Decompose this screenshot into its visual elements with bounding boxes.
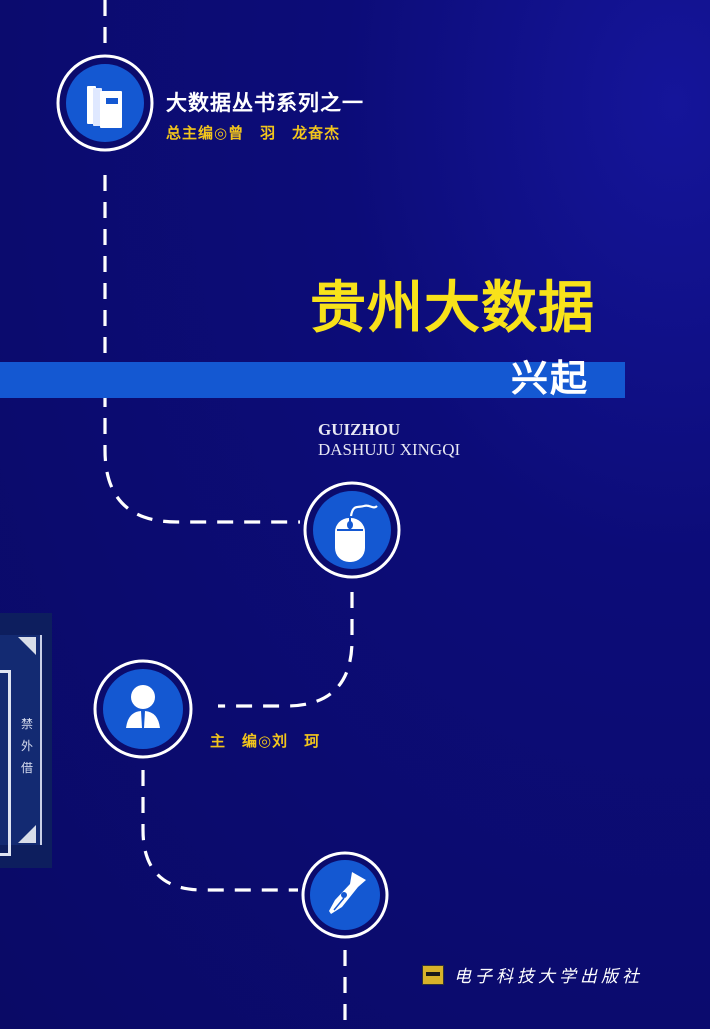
fountain-pen-icon bbox=[329, 872, 366, 914]
editor-person-badge bbox=[93, 659, 193, 759]
pen-badge bbox=[301, 851, 389, 939]
chief-editor-credit: 主 编◎刘 珂 bbox=[210, 732, 321, 750]
mouse-badge bbox=[303, 481, 401, 579]
series-books-badge bbox=[56, 54, 154, 152]
sticker-text: 禁外借 bbox=[20, 717, 33, 775]
sticker-frame bbox=[0, 670, 11, 856]
publisher-name: 电子科技大学出版社 bbox=[454, 967, 643, 987]
sticker-corner-bottom bbox=[18, 825, 36, 843]
publisher-logo-icon bbox=[422, 964, 444, 985]
book-subtitle: 兴起 bbox=[511, 357, 589, 400]
book-title: 贵州大数据 bbox=[310, 275, 595, 341]
publisher: 电子科技大学出版社 bbox=[422, 962, 643, 987]
pinyin-title-line2: DASHUJU XINGQI bbox=[318, 440, 461, 459]
series-title: 大数据丛书系列之一 bbox=[166, 91, 364, 115]
sticker-corner-top bbox=[18, 637, 36, 655]
mouse-icon bbox=[335, 504, 378, 562]
series-chief-editors: 总主编◎曾 羽 龙奋杰 bbox=[166, 124, 341, 142]
pinyin-title-line1: GUIZHOU bbox=[318, 420, 401, 439]
books-icon bbox=[87, 86, 122, 128]
person-icon bbox=[126, 685, 160, 728]
sticker-panel bbox=[0, 635, 42, 856]
title-band bbox=[0, 362, 625, 398]
library-sticker: 禁外借 bbox=[0, 613, 52, 868]
